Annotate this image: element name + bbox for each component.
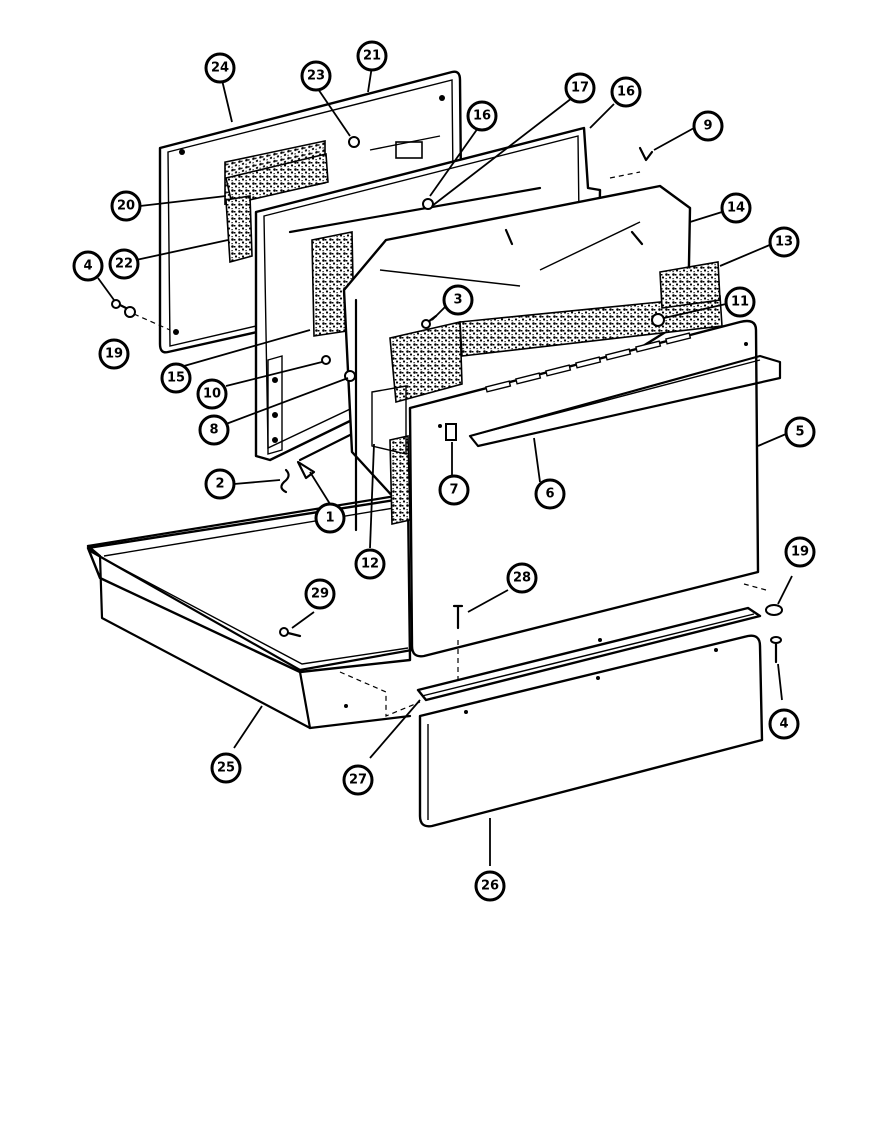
callout-29: 29 <box>304 578 336 610</box>
svg-text:17: 17 <box>571 81 589 96</box>
svg-text:27: 27 <box>349 773 367 788</box>
callout-4-upper: 4 <box>72 250 104 282</box>
leader-lines <box>97 65 793 866</box>
svg-text:23: 23 <box>307 69 325 84</box>
drawer-trim <box>416 606 762 702</box>
svg-text:19: 19 <box>105 347 123 362</box>
callout-16: 16 <box>610 76 642 108</box>
svg-text:19: 19 <box>791 545 809 560</box>
callout-9: 9 <box>692 110 724 142</box>
svg-text:16: 16 <box>617 85 635 100</box>
svg-text:21: 21 <box>363 49 381 64</box>
callout-7: 7 <box>438 474 470 506</box>
svg-text:4: 4 <box>779 717 788 732</box>
svg-text:25: 25 <box>217 761 235 776</box>
callout-3: 3 <box>442 284 474 316</box>
svg-text:9: 9 <box>703 119 712 134</box>
callout-25: 25 <box>210 752 242 784</box>
callout-19-lower: 19 <box>784 536 816 568</box>
callout-19-upper: 19 <box>98 338 130 370</box>
svg-text:4: 4 <box>83 259 92 274</box>
callout-6: 6 <box>534 478 566 510</box>
callouts: 24 21 23 16 17 16 9 20 22 14 13 4 19 3 1… <box>72 40 816 902</box>
callout-27: 27 <box>342 764 374 796</box>
callout-26: 26 <box>474 870 506 902</box>
svg-text:28: 28 <box>513 571 531 586</box>
svg-text:20: 20 <box>117 199 135 214</box>
callout-23: 23 <box>300 60 332 92</box>
svg-text:2: 2 <box>215 477 224 492</box>
callout-24: 24 <box>204 52 236 84</box>
callout-21: 21 <box>356 40 388 72</box>
svg-text:26: 26 <box>481 879 499 894</box>
svg-text:13: 13 <box>775 235 793 250</box>
callout-14: 14 <box>720 192 752 224</box>
svg-text:11: 11 <box>731 295 749 310</box>
callout-4-lower: 4 <box>768 708 800 740</box>
svg-text:22: 22 <box>115 257 133 272</box>
callout-1: 1 <box>314 502 346 534</box>
svg-text:29: 29 <box>311 587 329 602</box>
callout-8: 8 <box>198 414 230 446</box>
svg-text:8: 8 <box>209 423 218 438</box>
svg-text:1: 1 <box>325 511 334 526</box>
svg-text:15: 15 <box>167 371 185 386</box>
svg-text:12: 12 <box>361 557 379 572</box>
callout-15: 15 <box>160 362 192 394</box>
callout-20: 20 <box>110 190 142 222</box>
door-vents <box>485 332 692 393</box>
svg-text:24: 24 <box>211 61 229 76</box>
outer-door <box>408 319 782 658</box>
svg-text:7: 7 <box>449 483 458 498</box>
callout-10: 10 <box>196 378 228 410</box>
callout-22: 22 <box>108 248 140 280</box>
callout-16-upper: 16 <box>466 100 498 132</box>
callout-2: 2 <box>204 468 236 500</box>
callout-17: 17 <box>564 72 596 104</box>
svg-text:5: 5 <box>795 425 804 440</box>
callout-28: 28 <box>506 562 538 594</box>
svg-text:10: 10 <box>203 387 221 402</box>
svg-text:16: 16 <box>473 109 491 124</box>
callout-12: 12 <box>354 548 386 580</box>
bottom-pan <box>86 492 421 730</box>
callout-5: 5 <box>784 416 816 448</box>
svg-text:6: 6 <box>545 487 554 502</box>
svg-text:3: 3 <box>453 293 462 308</box>
svg-text:14: 14 <box>727 201 745 216</box>
drawer-front <box>418 634 764 828</box>
callout-13: 13 <box>768 226 800 258</box>
callout-11: 11 <box>724 286 756 318</box>
